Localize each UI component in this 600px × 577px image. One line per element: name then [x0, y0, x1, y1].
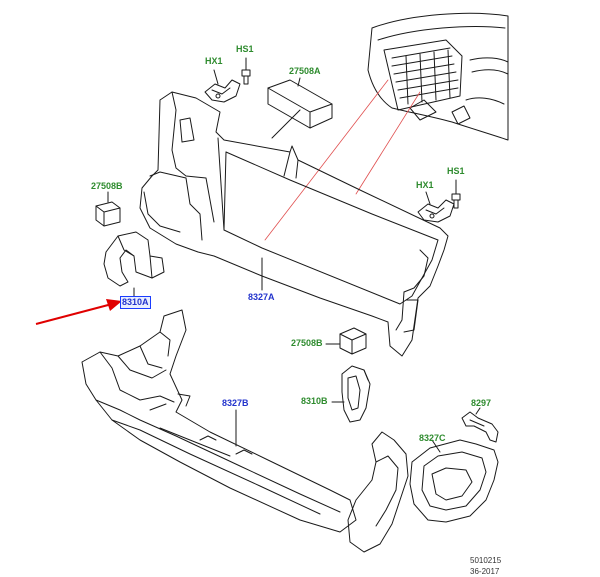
bracket-8297 — [461, 411, 499, 443]
label-8327c[interactable]: 8327C — [419, 433, 446, 443]
foam-block-27508a — [267, 79, 333, 129]
hx1-right-clip — [417, 199, 455, 223]
label-27508b-left[interactable]: 27508B — [91, 181, 123, 191]
vehicle-front-inset — [367, 12, 509, 141]
reference-number: 5010215 — [470, 556, 502, 565]
label-8310b[interactable]: 8310B — [301, 396, 328, 406]
lower-cover-8327b — [81, 309, 357, 533]
label-hx1-top[interactable]: HX1 — [205, 56, 223, 66]
label-hx1-right[interactable]: HX1 — [416, 180, 434, 190]
hx1-top-clip — [204, 79, 241, 103]
red-pointer-arrow — [35, 299, 122, 325]
label-hs1-top[interactable]: HS1 — [236, 44, 254, 54]
foam-block-27508b-left — [95, 201, 121, 227]
label-27508b-mid[interactable]: 27508B — [291, 338, 323, 348]
label-8310a-selected[interactable]: 8310A — [120, 296, 151, 309]
radiator-frame-8327a — [139, 91, 449, 357]
label-8327a[interactable]: 8327A — [248, 292, 275, 302]
hs1-top-screw — [241, 69, 251, 85]
label-27508a[interactable]: 27508A — [289, 66, 321, 76]
reference-date: 36-2017 — [470, 567, 500, 576]
side-duct-8310b — [341, 365, 371, 423]
inset-pointer-lines — [264, 79, 421, 241]
label-8327b[interactable]: 8327B — [222, 398, 249, 408]
air-duct-8310a — [103, 231, 165, 287]
hs1-right-screw — [451, 193, 461, 209]
label-hs1-right[interactable]: HS1 — [447, 166, 465, 176]
label-8297[interactable]: 8297 — [471, 398, 492, 408]
lower-cover-8327c — [347, 431, 499, 553]
foam-block-27508b-mid — [339, 327, 367, 355]
